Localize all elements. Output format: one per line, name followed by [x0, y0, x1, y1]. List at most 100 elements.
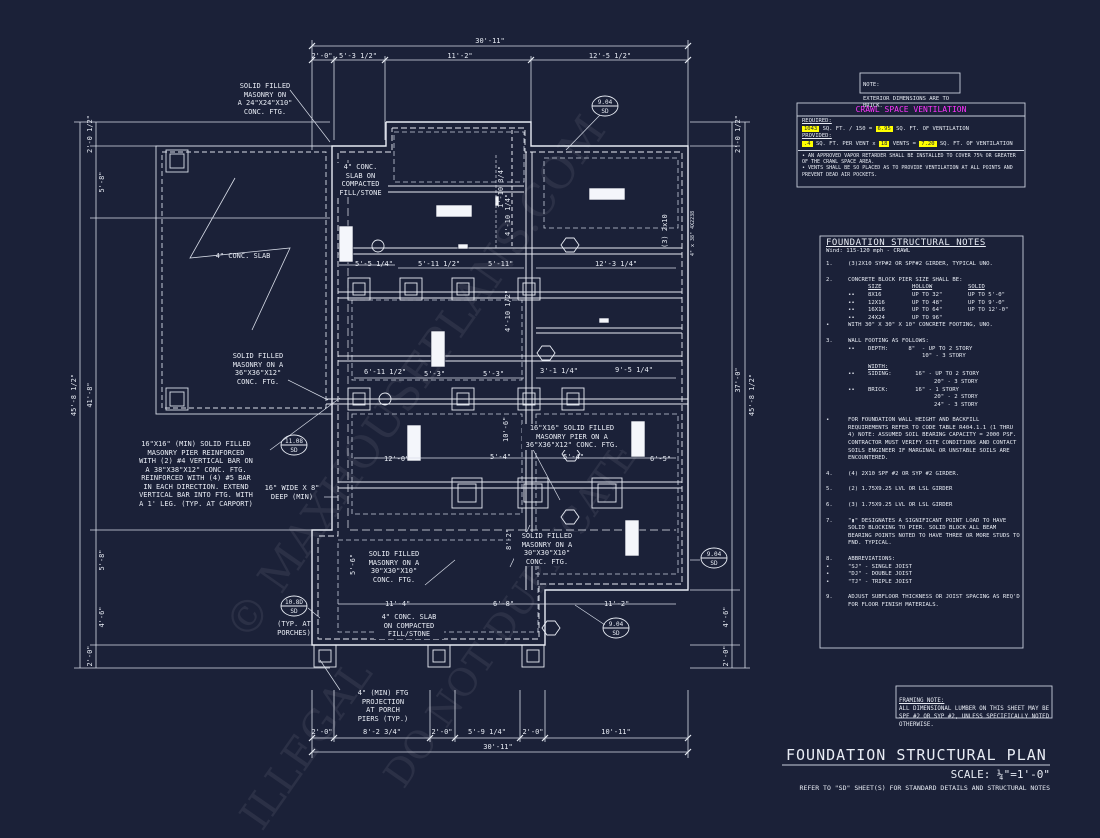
wall-depth: DEPTH: 8" - UP TO 2 STORY	[868, 345, 973, 352]
dim-bottom-4: 5'-9 1/4"	[468, 728, 506, 736]
dim-left-1: 2'-0 1/2"	[86, 115, 94, 153]
dim-left-overall: 45'-8 1/2"	[70, 374, 78, 416]
dim-int-2: 5'-11 1/2"	[418, 260, 460, 268]
note-9-marker: 9.	[826, 594, 833, 601]
required-text-2: SQ. FT. OF VENTILATION	[896, 125, 969, 132]
annotation-carport-pier: 16"x16" (MIN) SOLID FILLED MASONRY PIER …	[139, 440, 253, 508]
dim-joist: (3) 2x10	[661, 214, 669, 248]
note-soil: • FOR FOUNDATION WALL HEIGHT AND BACKFIL…	[826, 417, 1020, 463]
exterior-note-label: NOTE:	[863, 82, 880, 88]
dim-bottom-3: 2'-0"	[431, 728, 452, 736]
annotation-footing-size: 16" WIDE x 8" DEEP (MIN)	[264, 484, 320, 501]
dim-top-3: 11'-2"	[447, 52, 472, 60]
note-7-text: "▮" DESIGNATES A SIGNIFICANT POINT LOAD …	[848, 517, 1020, 547]
tag-5-num: 9.04	[609, 621, 624, 628]
structural-notes-title: FOUNDATION STRUCTURAL NOTES	[826, 239, 1020, 248]
note-6-marker: 6.	[826, 502, 833, 509]
dim-int-15: 6'-8"	[493, 600, 514, 608]
framing-note-text: ALL DIMENSIONAL LUMBER ON THIS SHEET MAY…	[899, 706, 1050, 728]
pier-table: SIZE HOLLOW SOLID ••8x16UP TO 32"UP TO 5…	[826, 284, 1009, 329]
note-5: 5. (2) 1.75x9.25 LVL OR LSL GIRDER	[826, 486, 1020, 494]
crawl-space-title: CRAWL SPACE VENTILATION	[855, 105, 967, 114]
dim-int-5: 6'-11 1/2"	[364, 368, 406, 376]
dim-bottom-6: 10'-11"	[601, 728, 631, 736]
note-9-text: ADJUST SUBFLOOR THICKNESS OR JOIST SPACI…	[848, 594, 1020, 608]
dim-int-4: 12'-3 1/4"	[595, 260, 637, 268]
crawl-bullet-2: • VENTS SHALL BE SO PLACED AS TO PROVIDE…	[802, 165, 1013, 178]
dim-bottom-1: 2'-0"	[311, 728, 332, 736]
dim-top-overall: 30'-11"	[475, 37, 505, 45]
annotation-porch-slab: 4" CONC. SLAB ON COMPACTED FILL/STONE	[374, 613, 444, 639]
dim-left-4: 4'-6"	[98, 606, 106, 627]
dim-left-2: 5'-8"	[98, 171, 106, 192]
note-5-text: (2) 1.75x9.25 LVL OR LSL GIRDER	[848, 486, 953, 493]
wall-footing-table: ••DEPTH: 8" - UP TO 2 STORY 10" - 3 STOR…	[848, 346, 1020, 410]
dim-left-a: 41'-8"	[86, 382, 94, 407]
annotation-masonry-30-a: SOLID FILLED MASONRY ON A 30"x30"x10" CO…	[362, 550, 426, 584]
dim-int-18: 4'-10 1/2"	[504, 290, 512, 332]
crawl-space-panel: CRAWL SPACE VENTILATION REQUIRED: 1043 S…	[798, 104, 1024, 186]
note-1: 1. (3)2x10 SYP#2 OR SPF#2 GIRDER, TYPICA…	[826, 261, 1020, 269]
plan-scale: SCALE: ¼"=1'-0"	[950, 768, 1050, 781]
pier-row-2-size: 12x16	[868, 299, 885, 306]
dim-int-11: 5'-4"	[490, 453, 511, 461]
wall-brick: BRICK: 16" - 1 STORY	[868, 386, 959, 393]
provided-text-3: SQ. FT. OF VENTILATION	[939, 140, 1013, 147]
annotation-conc-slab: 4" CONC. SLAB	[215, 252, 271, 260]
dim-int-10: 12'-0"	[384, 455, 409, 463]
framing-note-label: FRAMING NOTE:	[899, 698, 945, 704]
pier-row-1-hollow: UP TO 32"	[912, 291, 943, 298]
provided-text: SQ. FT. PER VENT x	[815, 140, 876, 147]
crawl-bullet-1: • AN APPROVED VAPOR RETARDER SHALL BE IN…	[802, 153, 1016, 166]
note-1-text: (3)2x10 SYP#2 OR SPF#2 GIRDER, TYPICAL U…	[848, 261, 993, 268]
pier-col-size: SIZE	[868, 284, 882, 291]
pier-row-3-size: 16x16	[868, 307, 885, 314]
tag-2-num: 11.08	[285, 438, 303, 445]
note-4-marker: 4.	[826, 470, 833, 477]
pier-col-solid: SOLID	[968, 284, 985, 291]
pier-row-2-hollow: UP TO 48"	[912, 299, 943, 306]
annotation-pier-36: 16"x16" SOLID FILLED MASONRY PIER ON A 3…	[522, 424, 622, 450]
dim-int-12: 5'-4"	[563, 453, 584, 461]
page-title: FOUNDATION STRUCTURAL PLAN	[786, 746, 1047, 764]
dim-int-17: 4'-10 1/4"	[504, 194, 512, 236]
required-vent: 6.95	[875, 125, 893, 132]
pier-row-4-size: 24x24	[868, 314, 885, 321]
wall-width: WIDTH:	[868, 363, 889, 370]
tag-1-sheet: SD	[601, 108, 609, 115]
note-6: 6. (3) 1.75x9.25 LVL OR LSL GIRDER	[826, 502, 1020, 510]
required-sqft: 1043	[802, 125, 820, 132]
annotation-typ-porches: (TYP. AT PORCHES)	[277, 620, 311, 637]
provided-vents: 18	[878, 140, 890, 147]
pier-row-3-solid: UP TO 12'-0"	[968, 307, 1009, 314]
note-3-marker: 3.	[826, 337, 833, 344]
pier-row-2-solid: UP TO 9'-0"	[968, 299, 1006, 306]
dim-top-2: 5'-3 1/2"	[339, 52, 377, 60]
dim-left-5: 2'-0"	[86, 645, 94, 666]
dim-int-9: 9'-5 1/4"	[615, 366, 653, 374]
dim-bottom-5: 2'-0"	[522, 728, 543, 736]
annotation-masonry-30-b: SOLID FILLED MASONRY ON A 30"x30"x10" CO…	[514, 532, 580, 566]
exterior-note-text: EXTERIOR DIMENSIONS ARE TO BRICK.	[863, 96, 950, 109]
dim-bottom-overall: 30'-11"	[483, 743, 513, 751]
dim-int-21: 10'-6"	[502, 417, 510, 442]
note-2-marker: 2.	[826, 276, 833, 283]
required-label: REQUIRED:	[802, 118, 832, 124]
note-2: 2. CONCRETE BLOCK PIER SIZE SHALL BE:	[826, 277, 1020, 285]
dim-int-13: 6'-5"	[650, 455, 671, 463]
dim-right-a: 37'-0"	[734, 367, 742, 392]
dim-int-8: 3'-1 1/4"	[540, 367, 578, 375]
provided-label: PROVIDED:	[802, 133, 832, 139]
provided-text-2: VENTS =	[892, 140, 916, 147]
dim-left-3: 5'-8"	[98, 549, 106, 570]
dim-right-3: 2'-0"	[722, 645, 730, 666]
annotation-masonry-24: SOLID FILLED MASONRY ON A 24"x24"x10" CO…	[237, 82, 293, 116]
abbr-dj: "DJ" - DOUBLE JOIST	[848, 571, 912, 578]
tag-4-num: 9.04	[707, 551, 722, 558]
tag-3-sheet: SD	[290, 608, 298, 615]
crawl-bullet-2-text: VENTS SHALL BE SO PLACED AS TO PROVIDE V…	[802, 165, 1013, 178]
tag-5-sheet: SD	[612, 630, 620, 637]
note-8-text: ABBREVIATIONS:	[848, 556, 896, 562]
